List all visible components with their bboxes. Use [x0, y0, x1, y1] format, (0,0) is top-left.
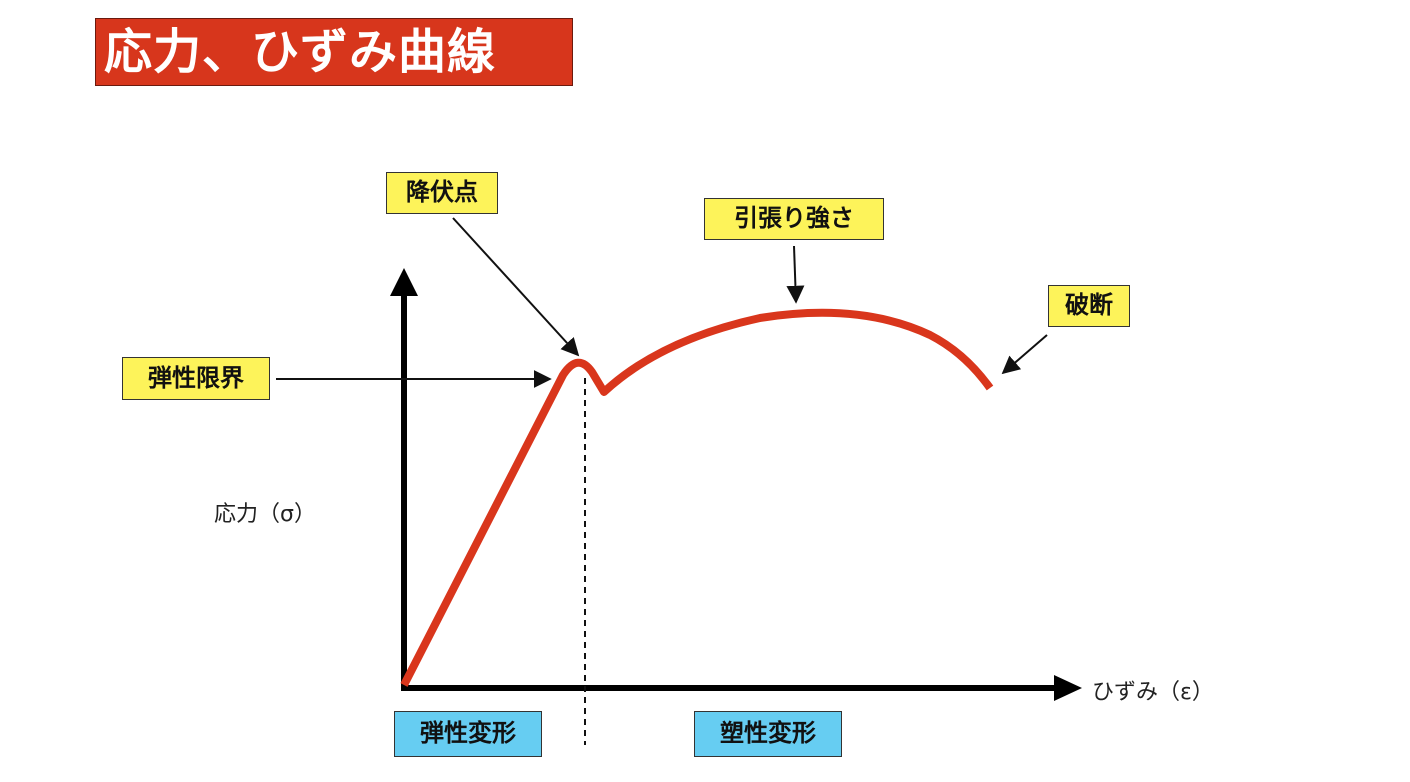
yield-point-arrow: [452, 217, 580, 357]
elastic-deformation-label: 弾性変形: [394, 711, 542, 757]
x-axis-arrowhead: [1054, 675, 1082, 701]
fracture-arrow: [1001, 334, 1048, 375]
tensile-strength-arrow: [786, 245, 805, 304]
x-axis-label: ひずみ（ε）: [1092, 680, 1214, 705]
fracture-label: 破断: [1048, 285, 1130, 327]
y-axis-label: 応力（σ）: [214, 502, 316, 527]
plastic-deformation-label: 塑性変形: [694, 711, 842, 757]
stress-strain-curve: [400, 308, 994, 687]
yield-point-label: 降伏点: [386, 172, 498, 214]
page-title: 応力、ひずみ曲線: [95, 18, 573, 86]
elastic-limit-label: 弾性限界: [122, 357, 270, 400]
tensile-strength-label: 引張り強さ: [704, 198, 884, 240]
y-axis-arrowhead: [390, 268, 418, 296]
